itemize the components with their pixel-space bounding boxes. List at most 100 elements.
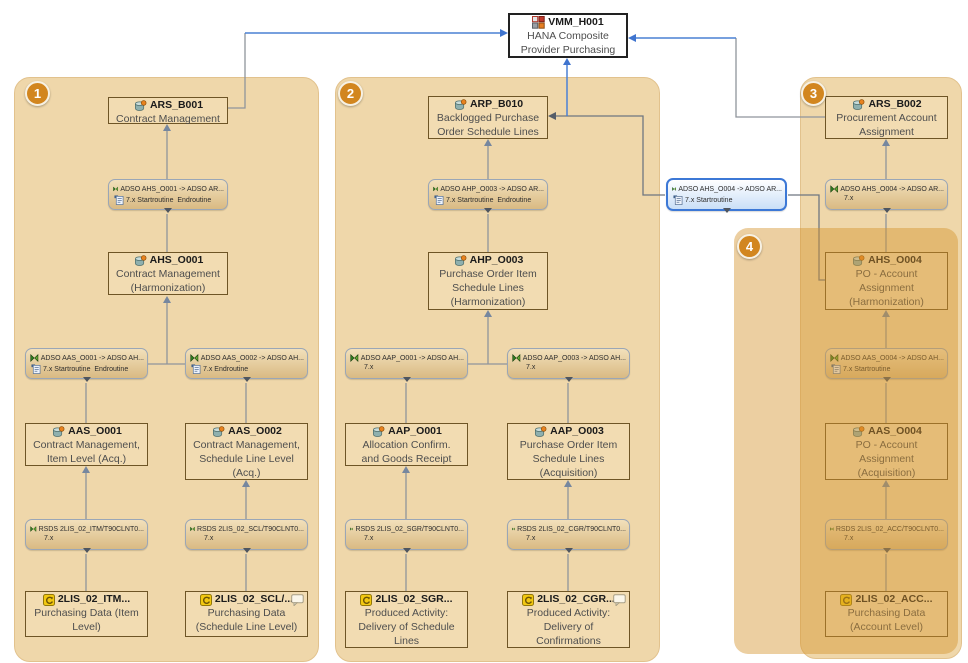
dock-triangle-icon — [882, 208, 891, 213]
node-desc: Backlogged Purchase — [436, 112, 540, 124]
node-title: 2LIS_02_SGR... — [375, 593, 453, 605]
node-title: AHP_O003 — [469, 254, 524, 266]
transformation-rsds-2lis-02-cgr[interactable]: RSDS 2LIS_02_CGR/T90CLNT0... 7.x — [507, 519, 630, 553]
node-desc: HANA Composite — [527, 30, 609, 42]
transformation-icon — [190, 353, 199, 363]
node-aas-o001[interactable]: AAS_O001 Contract Management, Item Level… — [25, 423, 148, 466]
adso-icon — [211, 426, 225, 438]
transformation-label: ADSO AHS_O004 -> ADSO AR... — [678, 185, 782, 193]
node-title: ARS_B001 — [149, 99, 204, 111]
node-desc: Purchase Order Item — [439, 268, 537, 280]
transformation-rsds-2lis-02-itm[interactable]: RSDS 2LIS_02_ITM/T90CLNT0... 7.x — [25, 519, 148, 553]
node-desc: Delivery of — [543, 621, 594, 633]
dock-triangle-icon — [564, 548, 573, 553]
datasource-icon — [43, 594, 55, 606]
transformation-version: 7.x — [364, 535, 374, 542]
transformation-ahs-o004-to-ars-b002[interactable]: ADSO AHS_O004 -> ADSO AR... 7.x — [825, 179, 948, 213]
dock-triangle-icon — [484, 208, 492, 213]
routine-icon — [434, 195, 444, 205]
node-desc: Purchase Order Item — [519, 439, 618, 451]
node-aas-o002[interactable]: AAS_O002 Contract Management, Schedule L… — [185, 423, 308, 480]
node-datasource-2lis-02-scl[interactable]: 2LIS_02_SCL/... Purchasing Data (Schedul… — [185, 591, 308, 637]
datasource-icon — [200, 594, 212, 606]
node-title: AAS_O004 — [868, 425, 922, 437]
dock-triangle-icon — [82, 377, 91, 382]
node-desc: Allocation Confirm. — [362, 439, 451, 451]
dock-triangle-icon — [402, 377, 411, 382]
node-title: VMM_H001 — [548, 16, 604, 28]
transformation-version: 7.x — [526, 535, 536, 542]
dock-triangle-icon — [82, 548, 91, 553]
adso-icon — [51, 426, 65, 438]
transformation-icon — [350, 353, 359, 363]
node-desc: Purchasing Data (Item — [34, 607, 139, 619]
transformation-aas-o002-to-ahs-o001[interactable]: ADSO AAS_O002 -> ADSO AH... 7.x Endrouti… — [185, 348, 308, 382]
transformation-ahp-o003-to-arp-b010[interactable]: ADSO AHP_O003 -> ADSO AR... 7.x Startrou… — [428, 179, 548, 213]
node-desc: (Acq.) — [232, 467, 261, 479]
node-ahs-o001[interactable]: AHS_O001 Contract Management (Harmonizat… — [108, 252, 228, 295]
routine-icon — [31, 364, 41, 374]
node-desc: Schedule Lines — [532, 453, 605, 465]
adso-icon — [453, 255, 467, 267]
node-title: 2LIS_02_ITM... — [57, 593, 131, 605]
node-desc: Schedule Lines — [452, 282, 524, 294]
node-arp-b010[interactable]: ARP_B010 Backlogged Purchase Order Sched… — [428, 96, 548, 139]
transformation-label: ADSO AAP_O003 -> ADSO AH... — [522, 354, 626, 362]
node-desc: (Harmonization) — [450, 296, 526, 308]
node-desc: (Account Level) — [850, 621, 923, 633]
transformation-icon — [30, 353, 39, 363]
node-desc: Procurement Account — [836, 112, 937, 124]
transformation-label: RSDS 2LIS_02_SCL/T90CLNT0... — [197, 525, 304, 533]
node-aap-o001[interactable]: AAP_O001 Allocation Confirm. and Goods R… — [345, 423, 468, 466]
transformation-icon — [30, 524, 37, 534]
node-vmm-h001[interactable]: VMM_H001 HANA Composite Provider Purchas… — [508, 13, 628, 58]
transformation-label: ADSO AAP_O001 -> ADSO AH... — [360, 354, 464, 362]
comment-bubble-icon — [613, 594, 626, 606]
transformation-ahs-o001-to-ars-b001[interactable]: ADSO AHS_O001 -> ADSO AR... 7.x Startrou… — [108, 179, 228, 213]
node-title: AAP_O001 — [388, 425, 442, 437]
transformation-aap-o001-to-ahp-o003[interactable]: ADSO AAP_O001 -> ADSO AH... 7.x — [345, 348, 468, 382]
datasource-icon — [522, 594, 534, 606]
transformation-label: ADSO AHS_O001 -> ADSO AR... — [120, 185, 224, 193]
node-datasource-2lis-02-acc[interactable]: 2LIS_02_ACC... Purchasing Data (Account … — [825, 591, 948, 637]
transformation-version: 7.x Startroutine Endroutine — [126, 196, 212, 204]
datasource-icon — [360, 594, 372, 606]
node-aap-o003[interactable]: AAP_O003 Purchase Order Item Schedule Li… — [507, 423, 630, 480]
node-desc: Delivery of Schedule — [358, 621, 455, 633]
node-desc: (Acquisition) — [539, 467, 598, 479]
transformation-icon — [350, 524, 353, 534]
routine-icon — [191, 364, 201, 374]
group-2-badge: 2 — [338, 81, 363, 106]
node-desc: Lines — [393, 635, 420, 647]
node-desc: Schedule Line Level — [199, 453, 294, 465]
node-desc: Produced Activity: — [364, 607, 449, 619]
group-4-container — [734, 228, 958, 654]
dock-triangle-icon — [722, 208, 731, 213]
transformation-rsds-2lis-02-scl[interactable]: RSDS 2LIS_02_SCL/T90CLNT0... 7.x — [185, 519, 308, 553]
group-1-badge: 1 — [25, 81, 50, 106]
node-desc: (Schedule Line Level) — [195, 621, 298, 633]
node-datasource-2lis-02-cgr[interactable]: 2LIS_02_CGR... Produced Activity: Delive… — [507, 591, 630, 648]
transformation-version: 7.x — [844, 195, 854, 202]
node-desc: Level) — [72, 621, 101, 633]
node-ars-b002[interactable]: ARS_B002 Procurement Account Assignment — [825, 96, 948, 139]
transformation-icon — [433, 184, 438, 194]
transformation-version: 7.x Endroutine — [203, 365, 249, 373]
adso-icon — [453, 99, 467, 111]
composite-provider-icon — [532, 16, 545, 29]
transformation-version: 7.x — [844, 535, 854, 542]
node-ars-b001[interactable]: ARS_B001 Contract Management — [108, 97, 228, 125]
transformation-aas-o001-to-ahs-o001[interactable]: ADSO AAS_O001 -> ADSO AH... 7.x Startrou… — [25, 348, 148, 382]
transformation-label: RSDS 2LIS_02_ITM/T90CLNT0... — [38, 525, 144, 533]
transformation-ahs-o004-to-arp-b010-selected[interactable]: ADSO AHS_O004 -> ADSO AR... 7.x Startrou… — [666, 178, 787, 213]
transformation-label: ADSO AAS_O002 -> ADSO AH... — [200, 354, 304, 362]
transformation-icon — [830, 184, 838, 194]
transformation-aap-o003-to-ahp-o003[interactable]: ADSO AAP_O003 -> ADSO AH... 7.x — [507, 348, 630, 382]
comment-bubble-icon — [291, 594, 304, 606]
node-datasource-2lis-02-sgr[interactable]: 2LIS_02_SGR... Produced Activity: Delive… — [345, 591, 468, 648]
transformation-version: 7.x Startroutine — [843, 365, 891, 373]
transformation-rsds-2lis-02-sgr[interactable]: RSDS 2LIS_02_SGR/T90CLNT0... 7.x — [345, 519, 468, 553]
node-desc: Confirmations — [536, 635, 601, 647]
node-ahp-o003[interactable]: AHP_O003 Purchase Order Item Schedule Li… — [428, 252, 548, 310]
node-datasource-2lis-02-itm[interactable]: 2LIS_02_ITM... Purchasing Data (Item Lev… — [25, 591, 148, 637]
